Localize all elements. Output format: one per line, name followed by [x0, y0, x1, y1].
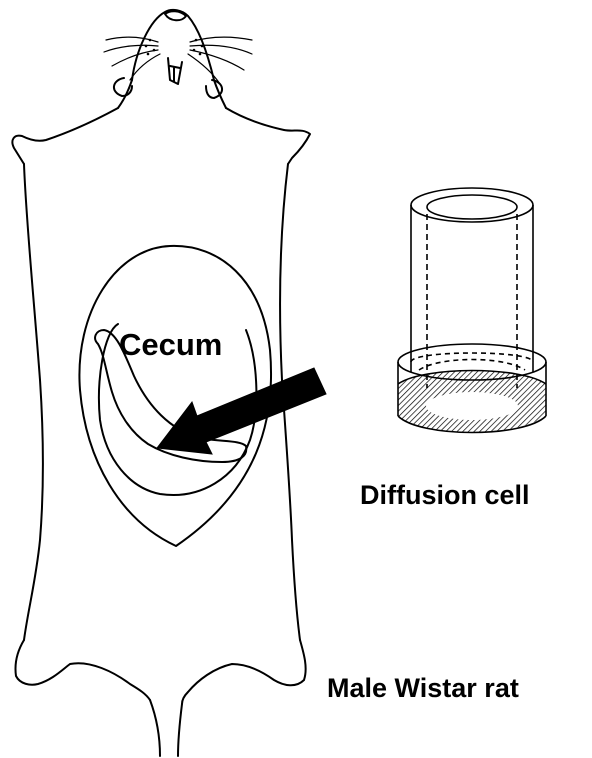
rat-body-left-outline: [24, 164, 43, 640]
diffusion-cell-top-outer-rim: [411, 188, 533, 222]
pointer-arrow: [157, 368, 326, 454]
rat-right-hindlimb: [182, 640, 306, 704]
diffusion-cell-label: Diffusion cell: [360, 480, 530, 511]
rat-abdominal-opening: [79, 246, 271, 546]
rat-left-forelimb: [12, 108, 118, 164]
rat-nose: [165, 11, 186, 20]
rat-mouth: [168, 58, 182, 84]
rat-left-hindlimb: [15, 640, 150, 700]
diffusion-cell-hidden-rings: [411, 353, 533, 370]
rat-right-forelimb: [226, 108, 310, 164]
rat-illustration: [12, 10, 310, 756]
cecum-label: Cecum: [119, 327, 222, 363]
rat-head-outline: [132, 10, 226, 108]
rat-label: Male Wistar rat: [327, 673, 519, 704]
diffusion-cell: [398, 188, 546, 433]
rat-whiskers: [104, 37, 252, 84]
diffusion-cell-base-window: [426, 392, 518, 420]
diffusion-cell-top-inner-rim: [427, 195, 517, 219]
rat-tail: [150, 700, 182, 756]
